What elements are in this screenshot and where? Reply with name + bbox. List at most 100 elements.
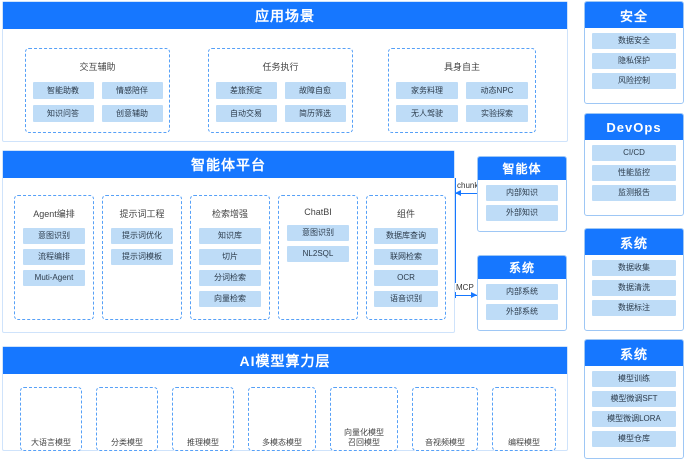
sidebar-box-devops[interactable]: DevOps CI/CD 性能监控 监测报告 [584,113,684,216]
group-task-execution[interactable]: 任务执行 差旅预定 故障自愈 自动交易 简历筛选 [208,48,353,133]
pill-item[interactable]: 模型微调SFT [592,391,676,407]
pill-item[interactable]: 风险控制 [592,73,676,89]
pill-item[interactable]: 意图识别 [287,225,349,241]
layer-platform-title: 智能体平台 [3,151,454,178]
group-prompt-engineering[interactable]: 提示词工程 提示词优化 提示词模板 [102,195,182,320]
pill-item[interactable]: Muti-Agent [23,270,85,286]
sidebar-box-body: 数据收集 数据清洗 数据标注 [585,255,683,321]
pill-item[interactable]: 外部系统 [486,304,558,320]
box-agent-title: 智能体 [478,157,566,180]
group-title: 任务执行 [262,62,299,72]
pill-item[interactable]: 提示词优化 [111,228,173,244]
pill-item[interactable]: 智能助教 [32,82,94,99]
sidebar-box-body: 模型训练 模型微调SFT 模型微调LORA 模型仓库 [585,366,683,452]
pill-item[interactable]: 联网检索 [374,249,438,265]
sidebar-box-security[interactable]: 安全 数据安全 隐私保护 风险控制 [584,1,684,104]
pill-item[interactable]: 语音识别 [374,291,438,307]
pill-item[interactable]: 数据安全 [592,33,676,49]
pill-item[interactable]: 性能监控 [592,165,676,181]
group-components[interactable]: 组件 数据库查询 联网检索 OCR 语音识别 [366,195,446,320]
layer-application-title: 应用场景 [3,2,567,29]
layer-agent-platform: 智能体平台 Agent编排 意图识别 流程编排 Muti-Agent 提示词工程… [2,150,455,333]
box-system[interactable]: 系统 内部系统 外部系统 [477,255,567,331]
sidebar-box-model-system[interactable]: 系统 模型训练 模型微调SFT 模型微调LORA 模型仓库 [584,339,684,459]
connector-chunk-arrow-icon [455,190,461,196]
connector-chunk-line [456,193,478,194]
model-label: 音视频模型 [425,438,465,447]
pill-item[interactable]: 意图识别 [23,228,85,244]
pill-item[interactable]: 模型微调LORA [592,411,676,427]
layer-ai-compute: AI模型算力层 大语言模型 分类模型 推理模型 多模态模型 向量化模型召回模型 … [2,346,568,451]
pill-item[interactable]: 知识库 [199,228,261,244]
model-box[interactable]: 多模态模型 [248,387,316,451]
group-title: Agent编排 [33,209,75,219]
pill-item[interactable]: 差旅预定 [215,82,277,99]
model-box[interactable]: 编程模型 [492,387,556,451]
pill-item[interactable]: 隐私保护 [592,53,676,69]
model-box[interactable]: 大语言模型 [20,387,82,451]
box-agent[interactable]: 智能体 内部知识 外部知识 [477,156,567,232]
pill-item[interactable]: 情感陪伴 [101,82,163,99]
pill-item[interactable]: 实验探索 [466,105,528,122]
connector-mcp-arrow-icon [471,292,477,298]
pill-item[interactable]: CI/CD [592,145,676,161]
group-title: 交互辅助 [79,62,116,72]
model-box[interactable]: 推理模型 [172,387,234,451]
pill-item[interactable]: 自动交易 [215,105,277,122]
pill-item[interactable]: 简历筛选 [284,105,346,122]
pill-item[interactable]: 外部知识 [486,205,558,221]
sidebar-box-body: 数据安全 隐私保护 风险控制 [585,28,683,94]
pill-item[interactable]: 切片 [199,249,261,265]
pill-item[interactable]: 提示词模板 [111,249,173,265]
pill-item[interactable]: 知识问答 [32,105,94,122]
pill-item[interactable]: 向量检索 [199,291,261,307]
model-box[interactable]: 向量化模型召回模型 [330,387,398,451]
pill-item[interactable]: 内部知识 [486,185,558,201]
sidebar-box-title: 安全 [585,2,683,28]
pill-item[interactable]: 内部系统 [486,284,558,300]
sidebar-box-title: 系统 [585,340,683,366]
model-label: 分类模型 [111,438,143,447]
pill-item[interactable]: 监测报告 [592,185,676,201]
pill-item[interactable]: OCR [374,270,438,286]
connector-mcp-line [455,295,477,296]
group-title: ChatBI [304,207,332,217]
model-label: 推理模型 [187,438,219,447]
connector-trunk-line [455,178,456,298]
model-label: 编程模型 [508,438,540,447]
pill-item[interactable]: 流程编排 [23,249,85,265]
box-system-title: 系统 [478,256,566,279]
box-system-body: 内部系统 外部系统 [478,279,566,325]
sidebar-box-title: 系统 [585,229,683,255]
pill-item[interactable]: 数据库查询 [374,228,438,244]
pill-item[interactable]: 数据收集 [592,260,676,276]
connector-mcp-label: MCP [455,283,475,292]
pill-item[interactable]: 家务料理 [396,82,458,99]
group-interactive-assist[interactable]: 交互辅助 智能助教 情感陪伴 知识问答 创意辅助 [25,48,170,133]
pill-item[interactable]: 无人驾驶 [396,105,458,122]
group-embodied-autonomy[interactable]: 具身自主 家务料理 动态NPC 无人驾驶 实验探索 [388,48,536,133]
pill-item[interactable]: 分词检索 [199,270,261,286]
sidebar-box-data-system[interactable]: 系统 数据收集 数据清洗 数据标注 [584,228,684,331]
pill-item[interactable]: 模型仓库 [592,431,676,447]
pill-item[interactable]: 创意辅助 [101,105,163,122]
pill-item[interactable]: 数据标注 [592,300,676,316]
pill-item[interactable]: 动态NPC [466,82,528,99]
group-title: 组件 [396,209,415,219]
group-title: 检索增强 [211,209,248,219]
pill-item[interactable]: NL2SQL [287,246,349,262]
model-label: 大语言模型 [31,438,71,447]
pill-item[interactable]: 数据清洗 [592,280,676,296]
sidebar-box-body: CI/CD 性能监控 监测报告 [585,140,683,206]
model-label: 向量化模型召回模型 [344,428,384,447]
group-chatbi[interactable]: ChatBI 意图识别 NL2SQL [278,195,358,320]
group-title: 具身自主 [443,62,480,72]
group-retrieval-augmentation[interactable]: 检索增强 知识库 切片 分词检索 向量检索 [190,195,270,320]
group-agent-orchestration[interactable]: Agent编排 意图识别 流程编排 Muti-Agent [14,195,94,320]
pill-item[interactable]: 模型训练 [592,371,676,387]
pill-item[interactable]: 故障自愈 [284,82,346,99]
model-box[interactable]: 分类模型 [96,387,158,451]
layer-compute-title: AI模型算力层 [3,347,567,374]
model-box[interactable]: 音视频模型 [412,387,478,451]
